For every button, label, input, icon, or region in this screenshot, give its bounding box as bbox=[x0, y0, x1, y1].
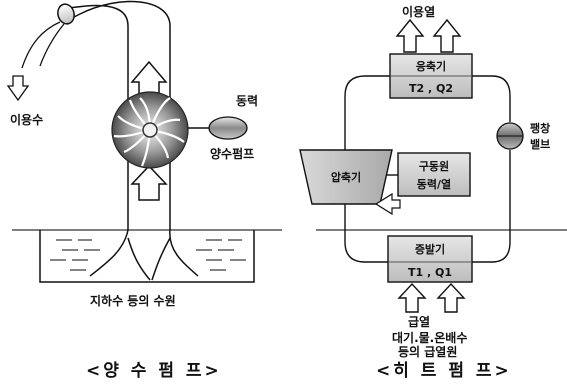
compressor-label: 압축기 bbox=[331, 170, 361, 184]
power-label: 동력 bbox=[236, 94, 258, 108]
heat-source-line1: 대기.물.온배수 bbox=[392, 330, 467, 345]
discharge-label: 이용수 bbox=[10, 112, 43, 127]
up-arrow-icon bbox=[395, 18, 425, 53]
input-heat-label: 급열 bbox=[408, 314, 430, 329]
left-arrow-icon bbox=[374, 192, 401, 216]
pump-intake-roots bbox=[89, 229, 199, 281]
refrigerant-loop bbox=[344, 75, 511, 263]
heat-pump-diagram: 이용열 응축기 T2 , Q2 팽창 밸브 압축기 구동원 동력/열 bbox=[299, 4, 567, 381]
up-arrow-icon bbox=[436, 282, 466, 313]
expansion-valve-line2: 밸브 bbox=[530, 137, 550, 151]
output-heat-label: 이용열 bbox=[402, 4, 435, 19]
evaporator-name: 증발기 bbox=[415, 242, 445, 256]
compressor-block: 압축기 bbox=[299, 149, 393, 205]
condenser-box: 응축기 T2 , Q2 bbox=[389, 53, 473, 99]
impeller-icon bbox=[111, 91, 189, 169]
up-arrow-icon bbox=[130, 164, 168, 201]
evaporator-values: T1 , Q1 bbox=[408, 266, 452, 279]
drive-source-line1: 구동원 bbox=[419, 159, 449, 173]
up-arrow-icon bbox=[432, 18, 462, 53]
motor-icon bbox=[208, 116, 248, 140]
pump-caption: <양 수 펌 프> bbox=[86, 361, 222, 381]
water-basin bbox=[39, 230, 255, 283]
pump-label: 양수펌프 bbox=[210, 146, 254, 161]
drive-source-line2: 동력/열 bbox=[417, 178, 451, 191]
heat-source-line2: 등의 급열원 bbox=[398, 344, 457, 359]
water-pump-diagram: 이용수 동력 양수펌프 지하수 등의 수원 <양 수 펌 bbox=[6, 0, 282, 381]
expansion-valve-line1: 팽창 bbox=[530, 121, 550, 135]
heat-pump-caption: <히 트 펌 프> bbox=[376, 361, 512, 381]
up-arrow-icon bbox=[397, 282, 427, 313]
condenser-values: T2 , Q2 bbox=[409, 82, 453, 95]
condenser-name: 응축기 bbox=[416, 59, 446, 73]
down-arrow-icon bbox=[6, 75, 30, 102]
water-source-label: 지하수 등의 수원 bbox=[90, 293, 176, 308]
drive-source-box: 구동원 동력/열 bbox=[397, 152, 471, 197]
evaporator-box: 증발기 T1 , Q1 bbox=[387, 235, 473, 283]
